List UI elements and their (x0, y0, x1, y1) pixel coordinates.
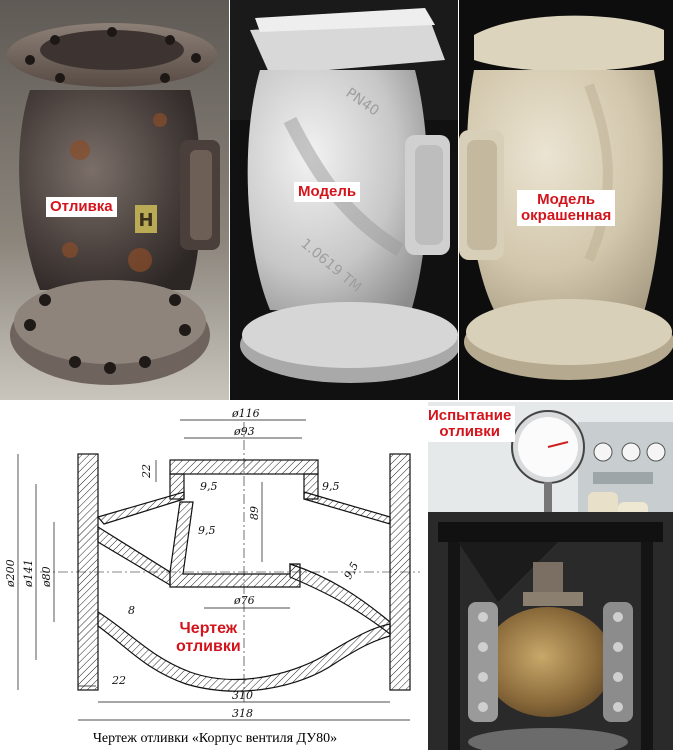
drawing-label-line1: Чертеж (179, 620, 238, 637)
dim-l318: 318 (232, 707, 253, 720)
drawing-caption: Чертеж отливки «Корпус вентиля ДУ80» (92, 731, 338, 746)
painted-model-label: Модель окрашенная (517, 190, 616, 226)
dim-d76: ø76 (233, 594, 255, 607)
dim-w22-bottom: 22 (111, 674, 126, 687)
dim-h22-top: 22 (140, 464, 153, 479)
casting-photo: H Отливка (0, 0, 229, 400)
dim-w8: 8 (128, 604, 135, 617)
dim-w95-d: 9,5 (341, 560, 361, 582)
painted-model-label-line2: окрашенная (521, 207, 612, 224)
model-photo: PN40 1.0619 TM Модель (230, 0, 458, 400)
drawing-label: Чертеж отливки (176, 620, 241, 656)
casting-illustration: H (0, 0, 229, 400)
model-label: Модель (294, 182, 361, 202)
test-label-line2: отливки (439, 423, 500, 440)
drawing-svg: ø116 ø93 22 9,5 9,5 9,5 9,5 89 ø200 ø141… (4, 407, 420, 721)
dim-w95-a: 9,5 (200, 480, 218, 493)
dim-d80: ø80 (40, 566, 53, 588)
test-label-line1: Испытание (428, 407, 512, 424)
painted-model-photo: Модель окрашенная (459, 0, 673, 400)
painted-model-label-line1: Модель (537, 191, 596, 208)
casting-drawing: ø116 ø93 22 9,5 9,5 9,5 9,5 89 ø200 ø141… (0, 402, 426, 750)
dim-h89: 89 (248, 506, 261, 520)
dim-d141: ø141 (22, 559, 35, 588)
svg-text:H: H (138, 210, 153, 231)
drawing-label-line2: отливки (176, 638, 241, 655)
test-illustration (428, 402, 673, 750)
casting-label: Отливка (46, 197, 117, 217)
dim-d116: ø116 (231, 407, 260, 420)
test-photo: Испытание отливки (428, 402, 673, 750)
test-label: Испытание отливки (428, 406, 516, 442)
dim-w95-c: 9,5 (198, 524, 216, 537)
dim-l310: 310 (232, 689, 253, 702)
dim-d200: ø200 (4, 559, 17, 588)
dim-d93: ø93 (233, 425, 255, 438)
dim-w95-b: 9,5 (322, 480, 340, 493)
